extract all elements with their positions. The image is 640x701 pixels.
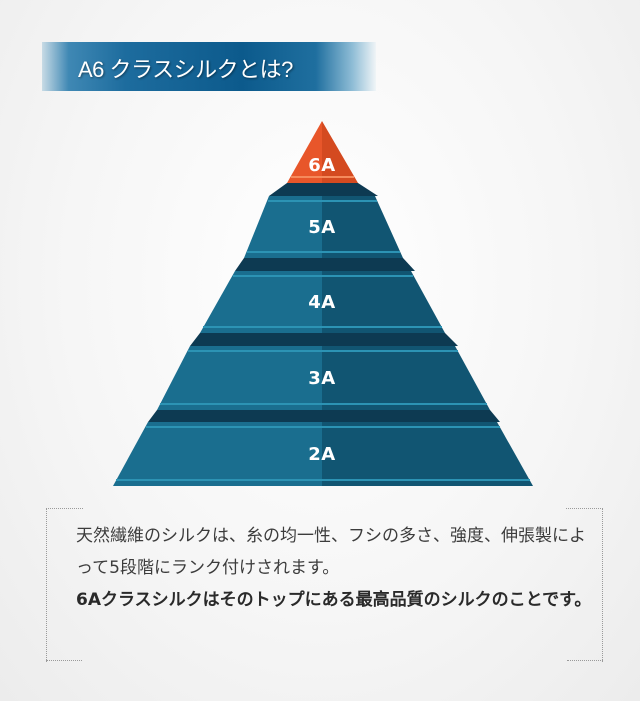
tier-6a	[287, 121, 358, 183]
dotted-frame-bottom-left	[46, 660, 82, 661]
tier-label-2a: 2A	[308, 444, 336, 465]
tier-shadow	[269, 183, 378, 196]
tier-2a	[113, 422, 533, 486]
section-title: A6 クラスシルクとは?	[78, 57, 293, 82]
section-title-banner: A6 クラスシルクとは?	[42, 42, 376, 91]
tier-3a	[157, 346, 490, 410]
tier-4a	[200, 271, 445, 333]
tier-shadow	[148, 410, 500, 422]
tier-label-3a: 3A	[308, 368, 336, 389]
dotted-frame-left	[46, 508, 83, 662]
tier-shadow	[190, 333, 458, 346]
tier-label-6a: 6A	[308, 155, 336, 176]
tier-label-5a: 5A	[308, 217, 336, 238]
dotted-frame-right	[566, 508, 603, 662]
tier-shadow	[235, 258, 415, 271]
tier-label-4a: 4A	[308, 292, 336, 313]
description-box: 天然繊維のシルクは、糸の均一性、フシの多さ、強度、伸張製によって5段階にランク付…	[46, 508, 603, 662]
dotted-frame-bottom-right	[567, 660, 603, 661]
tier-5a	[244, 196, 403, 258]
description-paragraph-2: 6Aクラスシルクはそのトップにある最高品質のシルクのことです。	[76, 590, 592, 610]
description-text: 天然繊維のシルクは、糸の均一性、フシの多さ、強度、伸張製によって5段階にランク付…	[76, 520, 596, 616]
description-paragraph-1: 天然繊維のシルクは、糸の均一性、フシの多さ、強度、伸張製によって5段階にランク付…	[76, 526, 586, 578]
